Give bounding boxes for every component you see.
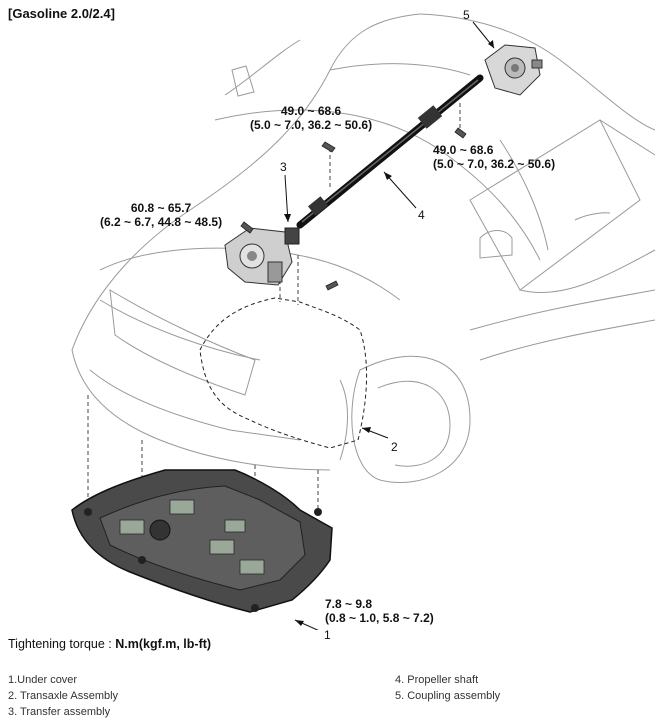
- torque-alt-units: (0.8 ~ 1.0, 5.8 ~ 7.2): [325, 611, 434, 625]
- callout-2: 2: [391, 440, 398, 454]
- torque-value: 7.8 ~ 9.8: [325, 597, 373, 611]
- torque-alt-units: (5.0 ~ 7.0, 36.2 ~ 50.6): [250, 118, 373, 132]
- legend-item: 4. Propeller shaft: [395, 674, 479, 686]
- legend-right: 4. Propeller shaft 5. Coupling assembly: [395, 672, 500, 704]
- torque-caption: Tightening torque : N.m(kgf.m, lb-ft): [8, 637, 211, 651]
- callout-5: 5: [463, 8, 470, 22]
- under-cover: [71, 469, 333, 613]
- torque-value: 49.0 ~ 68.6: [280, 104, 342, 118]
- torque-alt-units: (6.2 ~ 6.7, 44.8 ~ 48.5): [100, 215, 223, 229]
- callout-1: 1: [324, 628, 331, 642]
- torque-value: 49.0 ~ 68.6: [433, 143, 494, 157]
- torque-value: 60.8 ~ 65.7: [130, 201, 192, 215]
- exploded-view-diagram: [71, 13, 656, 630]
- leader-arrows: [284, 40, 494, 626]
- coupling-assembly: [484, 44, 543, 96]
- transfer-assembly: [224, 227, 300, 286]
- legend-item: 3. Transfer assembly: [8, 706, 111, 718]
- diagram-header: [Gasoline 2.0/2.4]: [8, 6, 115, 21]
- callout-3: 3: [280, 160, 287, 174]
- callout-4: 4: [418, 208, 425, 222]
- torque-under-cover: 7.8 ~ 9.8 (0.8 ~ 1.0, 5.8 ~ 7.2): [325, 597, 434, 625]
- undercover-location-outline: [199, 297, 368, 449]
- legend-left: 1.Under cover 2. Transaxle Assembly 3. T…: [8, 672, 118, 720]
- legend-item: 1.Under cover: [8, 674, 78, 686]
- legend-item: 2. Transaxle Assembly: [8, 690, 119, 702]
- torque-alt-units: (5.0 ~ 7.0, 36.2 ~ 50.6): [433, 157, 556, 171]
- torque-propeller-rear: 49.0 ~ 68.6 (5.0 ~ 7.0, 36.2 ~ 50.6): [433, 143, 555, 171]
- legend-item: 5. Coupling assembly: [395, 690, 501, 702]
- caption-prefix: Tightening torque :: [8, 637, 116, 651]
- bolts: [240, 127, 467, 291]
- caption-units: N.m(kgf.m, lb-ft): [115, 637, 212, 651]
- torque-transfer: 60.8 ~ 65.7 (6.2 ~ 6.7, 44.8 ~ 48.5): [100, 201, 222, 229]
- propeller-shaft: [296, 74, 484, 229]
- vehicle-outline: [71, 13, 656, 483]
- torque-propeller-front: 49.0 ~ 68.6 (5.0 ~ 7.0, 36.2 ~ 50.6): [250, 104, 372, 132]
